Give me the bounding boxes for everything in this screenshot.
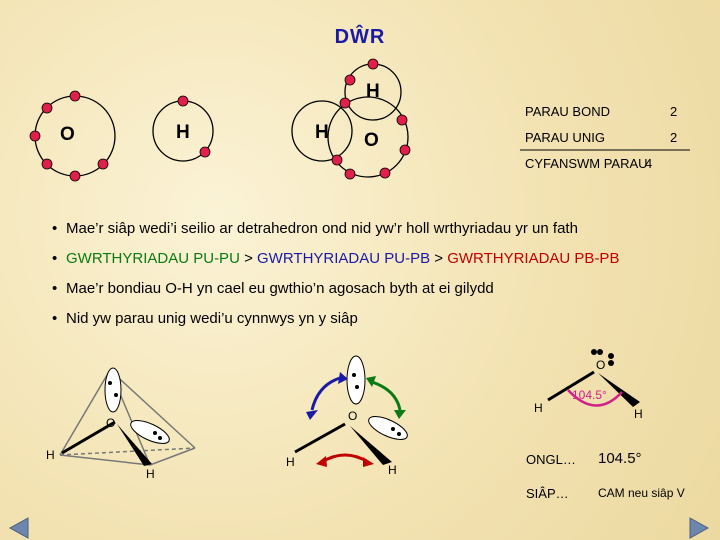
next-slide-icon xyxy=(689,517,710,539)
electron-dot xyxy=(69,90,81,102)
o-mid-shell xyxy=(327,96,409,178)
electron-dot xyxy=(29,130,41,142)
wedge-bond xyxy=(598,373,640,407)
bond-row-label: PARAU BOND xyxy=(525,104,610,119)
bullet-item: •Mae’r bondiau O-H yn cael eu gwthio’n a… xyxy=(52,280,494,297)
arrow-head xyxy=(366,376,376,387)
wedge-bond xyxy=(117,424,152,466)
bent-angle-label: 104.5° xyxy=(572,388,607,402)
shape-value: CAM neu siâp V xyxy=(598,486,685,500)
next-slide-button[interactable] xyxy=(688,516,710,538)
arrow-head xyxy=(363,457,374,467)
prev-slide-button[interactable] xyxy=(8,516,30,538)
electron-dot xyxy=(331,154,343,166)
bond-line xyxy=(61,420,116,455)
bond-row-label: PARAU UNIG xyxy=(525,130,605,145)
atom-h-mid: H xyxy=(315,122,329,143)
prev-slide-icon xyxy=(8,517,29,539)
bullet-item: •Nid yw parau unig wedi’u cynnwys yn y s… xyxy=(52,310,358,327)
bullet-text: Nid yw parau unig wedi’u cynnwys yn y si… xyxy=(66,310,358,327)
electron-dot xyxy=(199,146,211,158)
electron-dot xyxy=(114,393,118,397)
gt-sign: > xyxy=(430,250,448,267)
bond-row-total: CYFANSWM PARAU 4 xyxy=(525,156,652,171)
electron-dot xyxy=(177,95,189,107)
electron-dot xyxy=(344,168,356,180)
electron-dot xyxy=(391,427,395,431)
bond-line xyxy=(547,370,595,402)
wedge-bond xyxy=(350,426,392,465)
tetra-h2-label: H xyxy=(146,467,155,481)
repulsion-arrow-red xyxy=(321,453,369,464)
bent-h1-label: H xyxy=(534,401,543,415)
tetra-h1-label: H xyxy=(46,448,55,462)
repulsion-lp-lp: GWRTHYRIADAU PU-PU xyxy=(66,250,240,267)
electron-dot xyxy=(108,381,112,385)
bond-line xyxy=(294,422,346,454)
bond-row: PARAU UNIG 2 xyxy=(525,130,677,145)
electron-dot xyxy=(339,97,351,109)
bond-row-value: 2 xyxy=(670,104,678,119)
arrow-head xyxy=(394,410,406,419)
rep-o-label: O xyxy=(348,409,358,423)
atom-h-top: H xyxy=(366,81,380,102)
repulsion-arrow-blue xyxy=(310,376,341,411)
electron-dot xyxy=(153,431,157,435)
h-mid-shell xyxy=(291,100,353,162)
bullet-text: Mae’r bondiau O-H yn cael eu gwthio’n ag… xyxy=(66,280,494,297)
arrow-head xyxy=(316,456,327,467)
total-underline xyxy=(520,149,690,151)
electron-dot xyxy=(355,385,359,389)
arrow-head xyxy=(306,410,318,420)
atom-o-mid: O xyxy=(364,130,379,151)
atom-o-left: O xyxy=(60,124,75,145)
lone-pair-lobe xyxy=(104,367,122,413)
shape-diagrams xyxy=(8,349,710,539)
arrow-head xyxy=(338,372,348,384)
rep-h1-label: H xyxy=(286,455,295,469)
repulsion-arrow-green xyxy=(371,380,402,411)
bond-row-label: CYFANSWM PARAU xyxy=(525,156,648,171)
electron-dot xyxy=(352,373,356,377)
bond-row-value: 4 xyxy=(645,156,653,171)
shape-label: SIÂP… xyxy=(526,486,569,501)
angle-label: ONGL… xyxy=(526,452,576,467)
bent-o-label: O xyxy=(596,358,606,372)
electron-dot xyxy=(41,158,53,170)
tetra-o-label: O xyxy=(106,416,116,430)
electron-dot xyxy=(41,102,53,114)
repulsion-lp-bp: GWRTHYRIADAU PU-PB xyxy=(257,250,431,267)
electron-dot xyxy=(97,158,109,170)
electron-dot xyxy=(367,58,379,70)
lone-pair-dots xyxy=(591,349,614,366)
slide-title: DŴR xyxy=(334,26,386,48)
bullet-item: •Mae’r siâp wedi’i seilio ar detrahedron… xyxy=(52,220,578,237)
electron-dot xyxy=(399,144,411,156)
bond-row-value: 2 xyxy=(670,130,678,145)
electron-dot xyxy=(396,114,408,126)
bullet-item: •GWRTHYRIADAU PU-PU > GWRTHYRIADAU PU-PB… xyxy=(52,250,620,267)
dot-cross-diagram xyxy=(29,58,411,182)
bond-angle-arc xyxy=(567,389,623,407)
bond-row: PARAU BOND 2 xyxy=(525,104,677,119)
gt-sign: > xyxy=(239,250,258,267)
electron-dot xyxy=(379,167,391,179)
bent-h2-label: H xyxy=(634,407,643,421)
atom-h-left: H xyxy=(176,122,190,143)
electron-dot xyxy=(158,436,162,440)
electron-dot xyxy=(397,432,401,436)
repulsion-bp-bp: GWRTHYRIADAU PB-PB xyxy=(447,250,620,267)
electron-dot xyxy=(344,74,356,86)
bullet-text: Mae’r siâp wedi’i seilio ar detrahedron … xyxy=(66,220,578,237)
lone-pair-lobe xyxy=(346,355,366,405)
rep-h2-label: H xyxy=(388,463,397,477)
electron-dot xyxy=(69,170,81,182)
tetrahedron-diagram xyxy=(59,369,196,466)
lone-pair-lobe xyxy=(368,416,408,440)
angle-value: 104.5° xyxy=(598,450,642,467)
